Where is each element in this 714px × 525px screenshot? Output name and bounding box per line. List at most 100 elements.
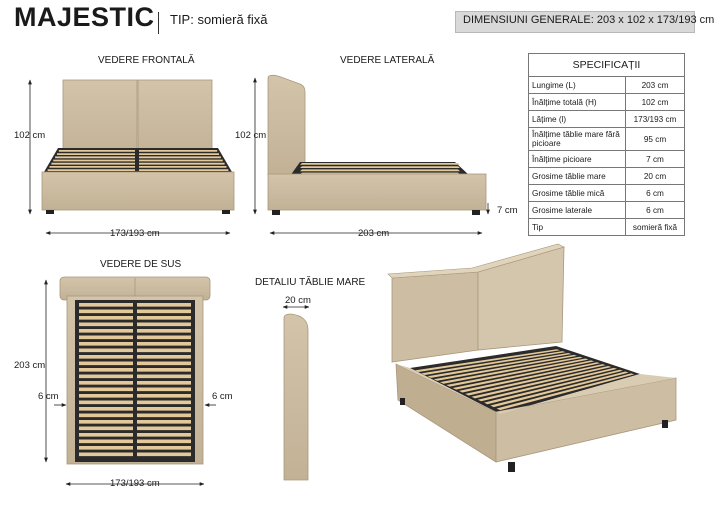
side-headboard: [267, 74, 306, 176]
top-slat: [137, 374, 191, 379]
front-slat: [49, 166, 135, 168]
top-view-drawing: [44, 276, 216, 486]
top-slat: [137, 368, 191, 372]
front-slats: [47, 150, 229, 171]
persp-slat: [440, 356, 583, 384]
front-slat: [139, 159, 223, 162]
front-headboard-left-panel: [62, 79, 138, 159]
persp-slat: [477, 367, 618, 402]
top-slat: [79, 439, 133, 444]
front-slat: [58, 150, 136, 152]
perspective-drawing: [387, 243, 677, 472]
side-view-drawing: [253, 74, 490, 235]
specifications-table: SPECIFICAȚII Lungime (L)203 cm Înălțime …: [528, 53, 685, 236]
top-slat: [137, 348, 191, 353]
top-slats: [79, 303, 191, 457]
front-base: [41, 171, 235, 211]
persp-leg-front: [508, 462, 515, 472]
front-slat: [51, 162, 135, 165]
top-slat: [137, 394, 191, 398]
persp-slat: [452, 360, 595, 390]
dimensions-label: DIMENSIUNI GENERALE:: [463, 14, 594, 26]
top-slat: [79, 400, 133, 405]
top-slat: [137, 446, 191, 450]
top-slat: [79, 303, 133, 307]
top-slat: [137, 329, 191, 333]
top-slat: [137, 426, 191, 431]
front-slat: [139, 166, 227, 168]
top-slat: [137, 413, 191, 418]
persp-slat: [496, 373, 635, 411]
top-slat: [137, 420, 191, 424]
top-length-label: 203 cm: [14, 360, 46, 371]
persp-slat: [427, 352, 572, 378]
top-slat: [137, 387, 191, 392]
side-leg-label: 7 cm: [497, 205, 518, 216]
bed-type: TIP: somieră fixă: [170, 12, 268, 27]
front-leg-left: [46, 210, 54, 214]
top-slat: [79, 452, 133, 457]
front-leg-right: [222, 210, 230, 214]
front-slat: [55, 156, 135, 159]
persp-slat: [458, 362, 600, 393]
top-slat: [79, 433, 133, 437]
top-slat: [79, 335, 133, 340]
top-slat: [137, 322, 191, 327]
top-slat: [79, 420, 133, 424]
side-view-label: VEDERE LATERALĂ: [340, 55, 435, 66]
detail-view-label: DETALIU TĂBLIE MARE: [255, 277, 366, 288]
top-slat: [137, 452, 191, 457]
top-left-side-label: 6 cm: [38, 391, 59, 402]
top-slat: [137, 316, 191, 320]
top-slat: [137, 381, 191, 385]
top-slat: [137, 309, 191, 314]
top-slat: [137, 407, 191, 411]
top-slat: [79, 413, 133, 418]
front-slat: [139, 150, 218, 152]
side-slat-frame: [290, 162, 470, 176]
detail-thickness-label: 20 cm: [285, 295, 311, 306]
top-slat: [79, 348, 133, 353]
top-slat: [79, 426, 133, 431]
side-base: [267, 173, 487, 211]
side-leg-right: [472, 210, 480, 215]
top-slat: [137, 342, 191, 346]
top-slat: [79, 368, 133, 372]
top-slat: [79, 361, 133, 366]
front-view-label: VEDERE FRONTALĂ: [98, 55, 195, 66]
specifications-title: SPECIFICAȚII: [528, 53, 685, 77]
top-slat: [79, 394, 133, 398]
top-right-side-label: 6 cm: [212, 391, 233, 402]
front-slat: [139, 156, 221, 159]
top-slat: [137, 361, 191, 366]
dimensions-value: 203 x 102 x 173/193 cm: [596, 14, 714, 26]
persp-slat: [471, 365, 612, 399]
persp-slat: [414, 349, 560, 373]
top-slat: [79, 322, 133, 327]
persp-slat: [446, 358, 589, 387]
front-slat: [56, 153, 135, 155]
front-slat: [139, 169, 229, 171]
top-slat: [79, 387, 133, 392]
detail-headboard: [283, 313, 309, 481]
side-slat: [300, 169, 460, 172]
spec-label: Tip: [528, 218, 626, 236]
top-slat: [79, 316, 133, 320]
top-slat: [79, 374, 133, 379]
top-slat: [79, 309, 133, 314]
persp-slat: [484, 369, 623, 405]
side-height-label: 102 cm: [235, 130, 267, 141]
side-slat: [300, 166, 460, 168]
top-slat: [137, 335, 191, 340]
product-title: MAJESTIC: [14, 2, 155, 32]
persp-slat: [433, 354, 578, 381]
persp-slats: [414, 349, 635, 411]
side-leg-left: [272, 210, 280, 215]
side-slat: [300, 163, 460, 165]
top-slat: [137, 400, 191, 405]
persp-headboard-left: [391, 271, 479, 363]
